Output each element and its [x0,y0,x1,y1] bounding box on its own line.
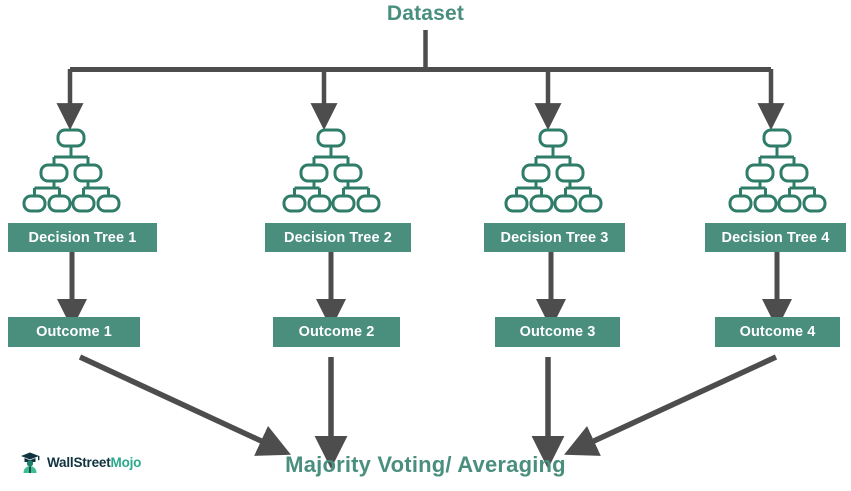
majority-voting-label: Majority Voting/ Averaging [285,452,566,477]
dataset-title: Dataset [386,2,465,25]
decision-tree-box-2: Decision Tree 2 [265,223,411,252]
wallstreetmojo-logo: WallStreetMojo [18,450,141,474]
outcome-box-2: Outcome 2 [273,317,400,347]
graduation-cap-figure-icon [21,452,40,473]
outcome-to-vote-arrow-4 [564,354,778,456]
outcome-box-3: Outcome 3 [495,317,620,347]
decision-tree-icon-4 [728,128,827,213]
outcome-box-1: Outcome 1 [8,317,140,347]
decision-tree-box-1: Decision Tree 1 [8,223,157,252]
logo-text-mojo: Mojo [110,454,142,470]
outcome-box-4: Outcome 4 [715,317,840,347]
decision-tree-icon-1 [22,128,121,213]
decision-tree-icon-3 [504,128,603,213]
logo-text-wallstreet: WallStreet [47,454,111,470]
decision-tree-box-4: Decision Tree 4 [705,223,846,252]
logo-text: WallStreetMojo [47,455,141,470]
outcome-to-vote-arrow-1 [78,354,291,456]
decision-tree-icon-2 [282,128,381,213]
decision-tree-box-3: Decision Tree 3 [484,223,625,252]
